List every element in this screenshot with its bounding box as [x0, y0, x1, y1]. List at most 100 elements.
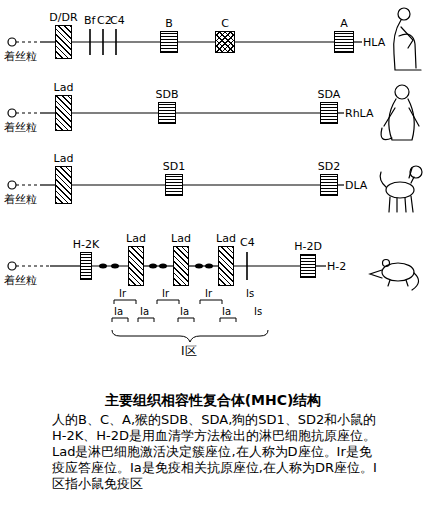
human-leg — [399, 34, 416, 68]
chromosome-segment — [235, 41, 334, 42]
chromosome-line — [40, 184, 55, 185]
locus-label: SDA — [318, 89, 341, 101]
gene-locus-box: Lad — [55, 95, 72, 131]
chromosome-segment — [176, 112, 320, 113]
gene-locus-box: Lad — [55, 166, 72, 204]
gene-locus-box: C — [215, 31, 235, 53]
ir-bracket — [114, 300, 222, 304]
chromosome-line — [40, 112, 55, 113]
gene-locus-box: H-2K — [80, 252, 92, 280]
chromosome-segment — [178, 41, 215, 42]
locus-label: Lad — [126, 233, 146, 245]
dot — [205, 264, 213, 269]
chromosome-line — [316, 265, 326, 266]
annotation-label: H-2 — [327, 260, 346, 273]
gene-locus-box: Lad — [128, 246, 144, 286]
annotation-label: Ia — [222, 305, 231, 318]
dot — [159, 264, 167, 269]
monkey-arm — [384, 108, 419, 126]
human-body — [394, 20, 421, 70]
chromosome-segment — [72, 184, 165, 185]
chromosome-line — [354, 41, 362, 42]
locus-label: B — [165, 18, 173, 30]
annotation-label: C4 — [240, 236, 255, 249]
gene-locus-box: Lad — [218, 246, 234, 286]
dashed-line — [16, 265, 50, 266]
region-brace — [112, 330, 268, 342]
dog-body — [386, 182, 414, 198]
dot — [111, 264, 119, 269]
annotation-label: 着丝粒 — [4, 121, 37, 134]
chromosome-line — [40, 41, 55, 42]
gene-bar — [246, 252, 248, 280]
mouse-head — [370, 270, 382, 278]
gene-locus-box: SD2 — [320, 174, 338, 196]
figure-caption: 人的B、C、A,猴的SDB、SDA,狗的SD1、SD2和小鼠的H-2K、H-2D… — [52, 412, 382, 492]
centromere — [8, 262, 16, 270]
monkey-head — [395, 85, 409, 99]
locus-label: H-2K — [73, 239, 99, 251]
gene-locus-box: A — [334, 31, 354, 53]
dot — [195, 264, 203, 269]
annotation-label: Ir — [162, 287, 169, 300]
locus-label: SDB — [156, 89, 179, 101]
gene-bar — [115, 29, 117, 55]
annotation-label: C2 — [97, 14, 112, 27]
annotation-label: HLA — [363, 36, 385, 49]
gene-locus-box: Lad — [173, 246, 189, 286]
annotation-label: Ir — [205, 287, 212, 300]
figure-title: 主要组织相容性复合体(MHC)结构 — [0, 392, 426, 409]
chromosome-lines — [8, 29, 362, 280]
dot — [149, 264, 157, 269]
monkey-body — [389, 99, 414, 140]
locus-label: SD2 — [318, 161, 340, 173]
locus-label: D/DR — [49, 12, 77, 24]
dog-legs — [380, 168, 414, 212]
dashed-line — [16, 184, 40, 185]
dashed-line — [16, 112, 40, 113]
region-brackets — [112, 300, 268, 342]
gene-locus-box: H-2D — [300, 254, 316, 278]
dashed-line — [16, 41, 40, 42]
locus-label: H-2D — [294, 241, 322, 253]
mouse-body — [382, 263, 414, 281]
chromosome-line — [50, 265, 80, 266]
mouse-dots — [99, 264, 213, 269]
dog-head — [410, 166, 422, 178]
chromosome-segment — [144, 265, 173, 266]
locus-label: C — [221, 18, 229, 30]
mouse-legs — [388, 280, 408, 286]
locus-label: Lad — [216, 233, 236, 245]
chromosome-segment — [234, 265, 300, 266]
human-arm — [401, 27, 413, 48]
gene-locus-box: D/DR — [55, 25, 72, 59]
human-head — [398, 8, 410, 20]
dot — [99, 264, 107, 269]
ia-bracket — [112, 318, 236, 322]
annotation-label: Bf — [84, 14, 95, 27]
locus-label: Lad — [54, 153, 74, 165]
locus-label: SD1 — [163, 161, 185, 173]
annotation-label: DLA — [345, 179, 367, 192]
locus-label: Lad — [171, 233, 191, 245]
annotation-label: Is — [246, 287, 254, 300]
annotation-label: I区 — [181, 345, 197, 358]
animal-illustrations — [370, 8, 422, 290]
annotation-label: 着丝粒 — [4, 50, 37, 63]
gene-locus-box: SDA — [320, 102, 338, 124]
centromere — [8, 181, 16, 189]
annotation-label: RhLA — [345, 107, 374, 120]
locus-label: A — [340, 18, 348, 30]
annotation-label: Ia — [180, 305, 189, 318]
annotation-label: Ia — [140, 305, 149, 318]
annotation-label: 着丝粒 — [4, 274, 37, 287]
annotation-label: C4 — [110, 14, 125, 27]
centromere — [8, 38, 16, 46]
chromosome-segment — [92, 265, 128, 266]
locus-label: Lad — [54, 82, 74, 94]
chromosome-segment — [189, 265, 218, 266]
mouse-tail — [412, 273, 419, 290]
annotation-label: Ir — [119, 287, 126, 300]
annotation-label: Ia — [114, 305, 123, 318]
